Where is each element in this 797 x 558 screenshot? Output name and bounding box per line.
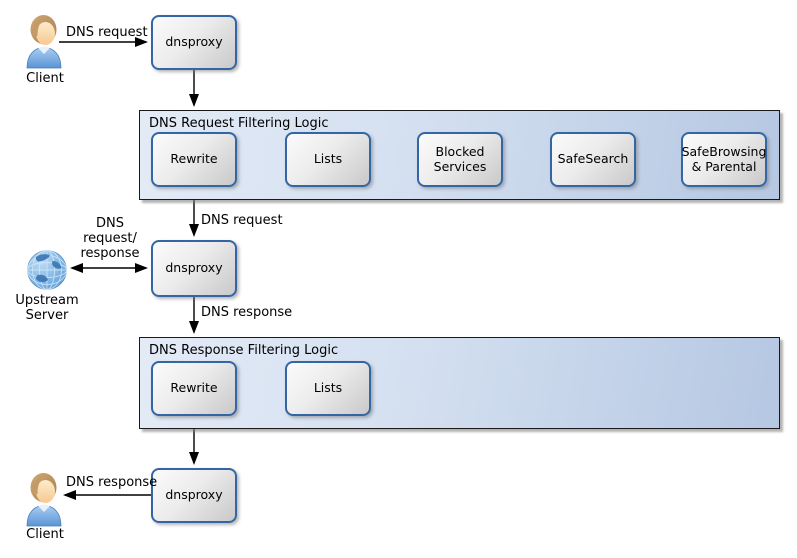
edge-label-dns-request-top: DNS request	[66, 25, 148, 40]
step-blocked-services: Blocked Services	[417, 132, 503, 187]
edge-label-dns-request-mid: DNS request	[201, 213, 283, 228]
dns-request-filtering-group: DNS Request Filtering Logic Rewrite List…	[139, 110, 780, 200]
upstream-server-label: Upstream Server	[15, 293, 79, 323]
client-icon	[26, 15, 62, 69]
response-group-title: DNS Response Filtering Logic	[149, 343, 339, 358]
dns-response-filtering-group: DNS Response Filtering Logic Rewrite Lis…	[139, 337, 780, 429]
step-rewrite-response: Rewrite	[151, 361, 237, 416]
request-group-title: DNS Request Filtering Logic	[149, 116, 329, 131]
step-safesearch: SafeSearch	[550, 132, 636, 187]
dnsproxy-node-mid: dnsproxy	[151, 240, 237, 297]
dnsproxy-node-bottom: dnsproxy	[151, 468, 237, 523]
step-rewrite: Rewrite	[151, 132, 237, 187]
client-bottom-label: Client	[26, 527, 64, 542]
step-lists-response: Lists	[285, 361, 371, 416]
client-icon	[26, 473, 62, 527]
step-lists: Lists	[285, 132, 371, 187]
edge-label-dns-response-bottom: DNS response	[66, 475, 158, 490]
edge-label-upstream-link: DNS request/ response	[80, 216, 140, 261]
dnsproxy-node-top: dnsproxy	[151, 15, 237, 70]
step-safebrowsing-parental: SafeBrowsing & Parental	[681, 132, 767, 187]
edge-label-dns-response-mid: DNS response	[201, 305, 293, 320]
globe-icon	[27, 250, 67, 290]
client-top-label: Client	[26, 71, 64, 86]
